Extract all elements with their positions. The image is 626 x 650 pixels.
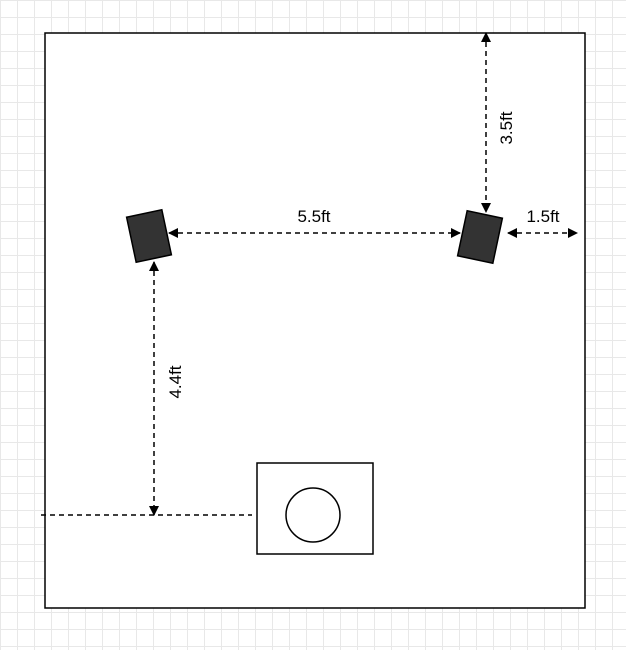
left-speaker — [125, 208, 173, 264]
side-wall-distance-label: 1.5ft — [526, 207, 559, 226]
listening-distance-label: 4.4ft — [166, 365, 185, 398]
back-wall-distance-label: 3.5ft — [497, 111, 516, 144]
right-speaker — [456, 209, 504, 265]
listening-seat — [285, 487, 341, 543]
speaker-distance-label: 5.5ft — [297, 207, 330, 226]
